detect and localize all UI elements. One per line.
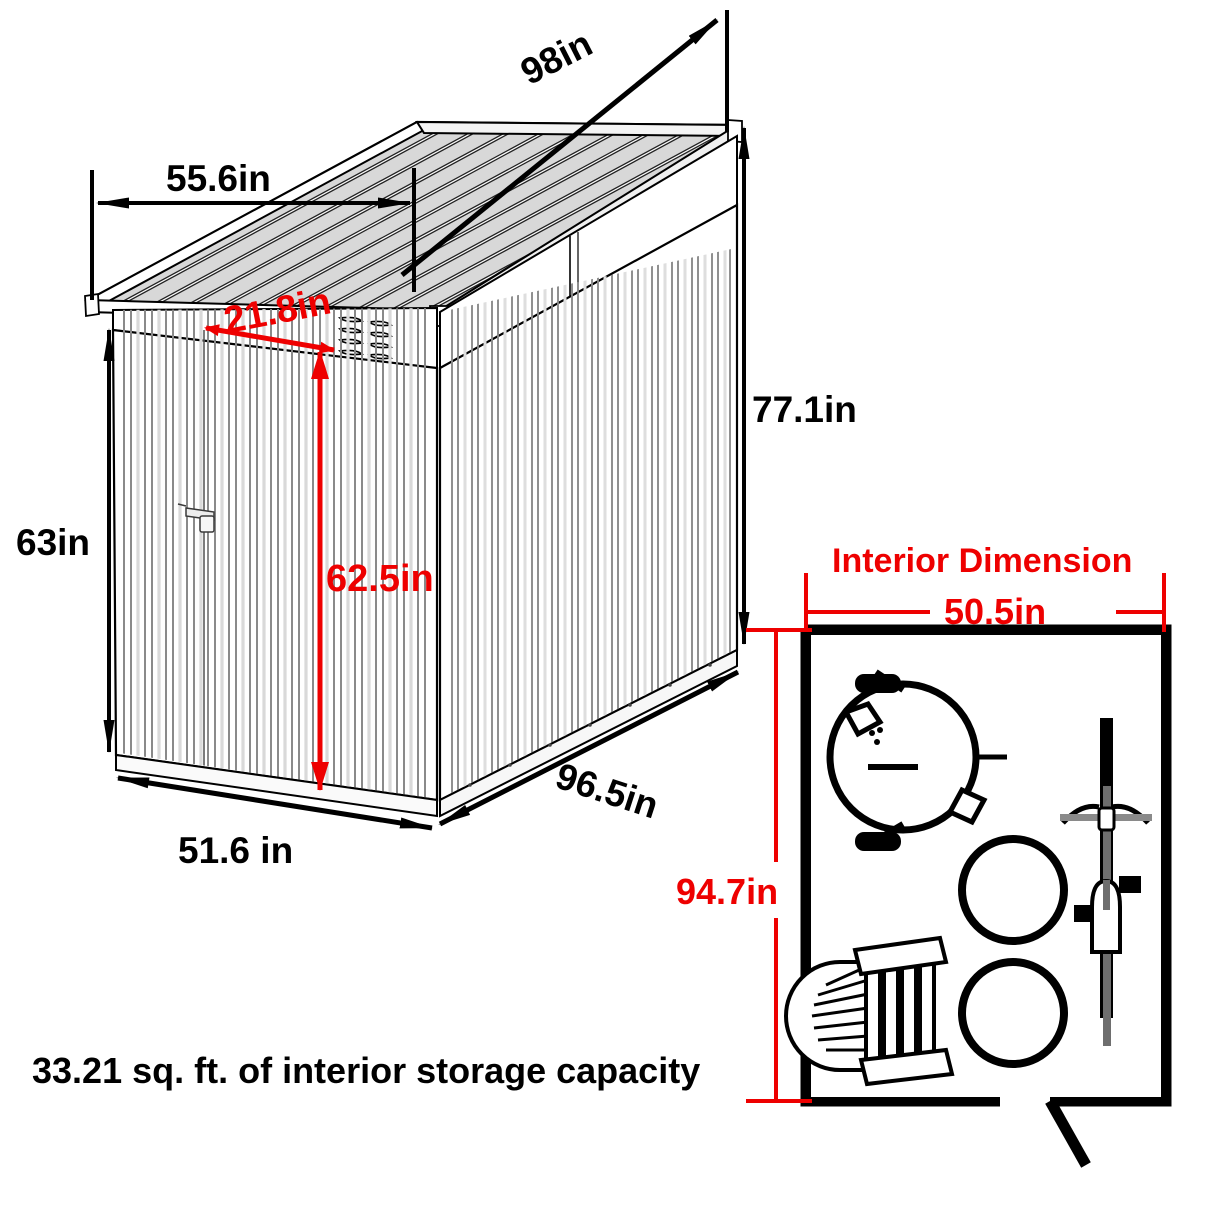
corrugated-wall (123, 308, 426, 800)
lawn-mower-icon (826, 669, 1007, 851)
dim-label-947in: 94.7in (676, 871, 779, 912)
interior-dimension-heading: Interior Dimension (832, 542, 1133, 580)
side-wall (438, 203, 739, 818)
door-swing-icon (1045, 1098, 1091, 1168)
dim-947in (746, 628, 812, 1103)
dim-label-505in: 50.5in (944, 591, 1047, 632)
dim-label-516in: 51.6 in (178, 830, 294, 871)
bicycle-icon (1060, 718, 1152, 1046)
storage-capacity-caption: 33.21 sq. ft. of interior storage capaci… (32, 1050, 701, 1091)
dim-98in-arrow (400, 18, 719, 277)
storage-bin-lower-icon (958, 958, 1068, 1068)
front-wall (111, 308, 439, 818)
interior-floor-plan (746, 573, 1172, 1168)
dimension-lines-black (90, 10, 750, 831)
dim-label-63in: 63in (16, 522, 91, 563)
dim-218in-arrow (204, 324, 335, 354)
storage-bin-upper-icon (958, 835, 1068, 945)
dim-label-625in: 62.5in (326, 558, 434, 600)
dim-label-771in: 77.1in (752, 389, 857, 430)
patio-chair-icon (784, 935, 955, 1087)
dim-965in-arrow (438, 669, 740, 827)
dim-516in-arrow (116, 775, 433, 831)
dim-label-556in: 55.6in (166, 158, 271, 199)
dimension-lines-red (204, 324, 335, 791)
door-handle[interactable] (177, 503, 215, 533)
dim-505in (804, 573, 1166, 632)
